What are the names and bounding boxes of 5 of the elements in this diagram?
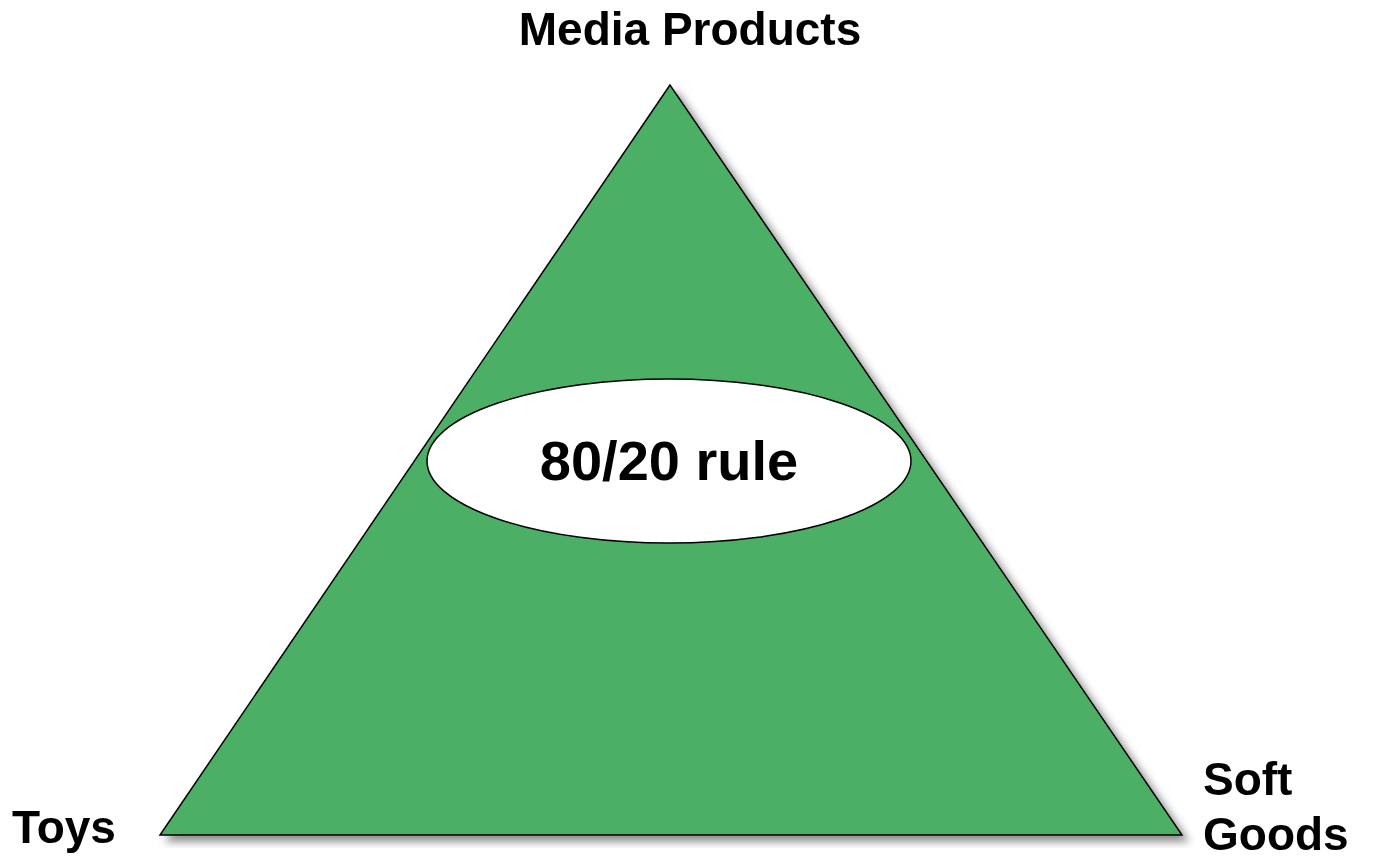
vertex-label: Media Products — [517, 2, 863, 57]
vertex-label: Toys — [12, 800, 117, 855]
oval-shape — [426, 378, 912, 544]
vertex-label: Soft Goods — [1203, 752, 1350, 863]
rule-label: 80/20 rule — [539, 428, 799, 495]
